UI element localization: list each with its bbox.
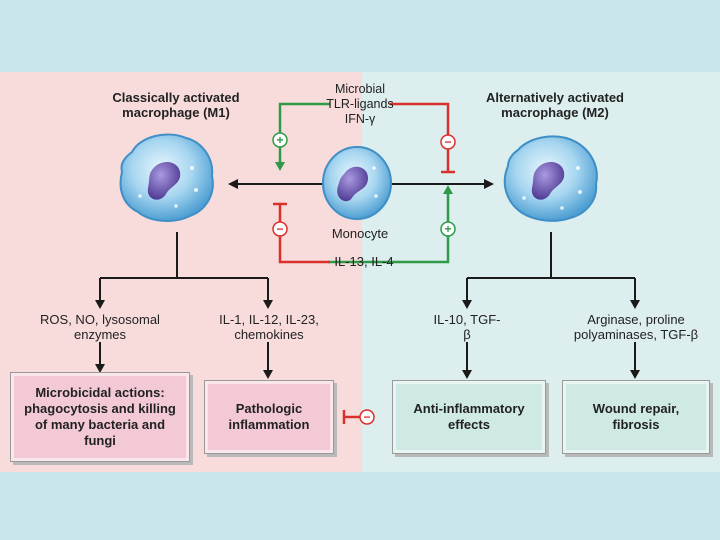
m2-title: Alternatively activated macrophage (M2) bbox=[485, 90, 624, 120]
cytokines-label: IL-1, IL-12, IL-23, chemokines bbox=[219, 312, 319, 342]
m1-title: Classically activated macrophage (M1) bbox=[112, 90, 240, 120]
m1-stimuli-label: Microbial TLR-ligands IFN-γ bbox=[326, 82, 394, 126]
plus-sign-m1: + bbox=[276, 133, 283, 147]
arrowheads bbox=[95, 179, 640, 379]
minus-sign-pathologic: − bbox=[363, 410, 370, 424]
minus-sign-m1: − bbox=[276, 222, 283, 236]
minus-sign-m2: − bbox=[444, 135, 451, 149]
monocyte-label: Monocyte bbox=[331, 226, 389, 241]
m1-macrophage-cell bbox=[119, 133, 214, 222]
m2-macrophage-cell bbox=[503, 135, 598, 222]
diagram-graphics: + + − − − bbox=[95, 102, 640, 425]
activation-arrowheads bbox=[275, 162, 453, 194]
slide: + + − − − Classically activated macropha… bbox=[0, 72, 720, 472]
differentiation-arrows bbox=[99, 183, 636, 370]
plus-sign-circles bbox=[272, 132, 456, 237]
arginase-label: Arginase, proline polyaminases, TGF-β bbox=[573, 312, 699, 342]
anti-inflammatory-box: Anti-inflammatory effects bbox=[392, 380, 546, 454]
microbicidal-actions-box: Microbicidal actions: phagocytosis and k… bbox=[10, 372, 190, 462]
plus-sign-m2: + bbox=[444, 222, 451, 236]
ros-label: ROS, NO, lysosomal enzymes bbox=[40, 312, 160, 342]
m2-stimuli-label: IL-13, IL-4 bbox=[334, 254, 394, 269]
wound-repair-box: Wound repair, fibrosis bbox=[562, 380, 710, 454]
pathologic-inflammation-box: Pathologic inflammation bbox=[204, 380, 334, 454]
il10-label: IL-10, TGF-β bbox=[433, 312, 501, 342]
monocyte-cell bbox=[322, 146, 392, 220]
minus-sign-circles bbox=[272, 134, 456, 425]
